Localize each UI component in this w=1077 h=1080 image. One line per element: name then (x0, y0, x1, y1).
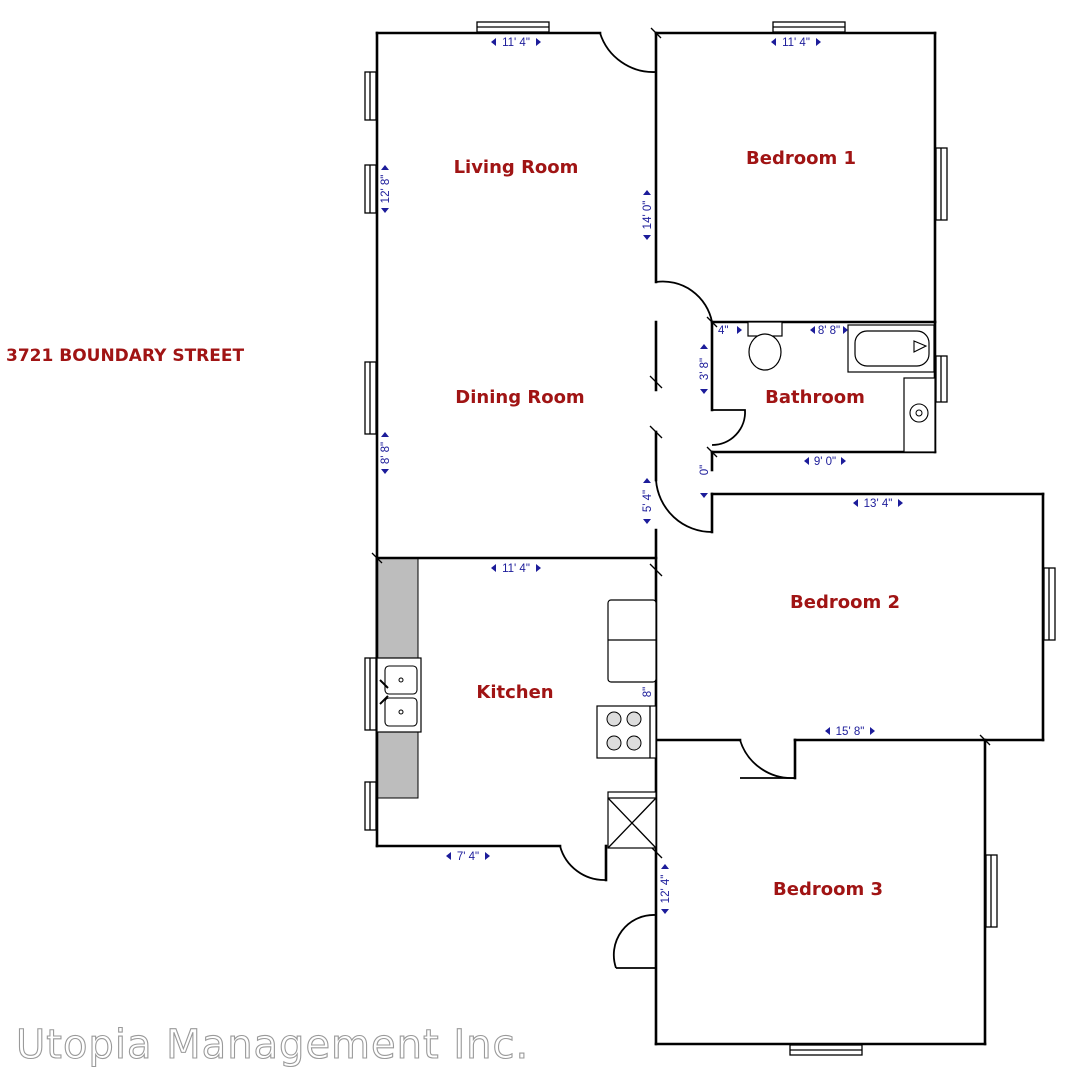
room-label-dining-room: Dining Room (455, 387, 584, 408)
dimension-hall-small: 0" (699, 465, 711, 498)
dimension-bedroom2-width: 13' 4" (853, 498, 903, 510)
dimension-kitchen-inner: 8" (642, 687, 654, 697)
toilet-icon (747, 321, 783, 371)
room-label-bathroom: Bathroom (765, 387, 865, 408)
dimension-label: 3' 8" (699, 358, 711, 380)
dimension-label: 9' 0" (814, 456, 836, 468)
dimension-bath-width: 8' 8" (810, 325, 848, 337)
room-label-living-room: Living Room (454, 157, 579, 178)
dimension-label: 0" (699, 465, 711, 475)
dimension-living-width: 11' 4" (491, 37, 541, 49)
dimension-living-depth: 12' 8" (380, 165, 392, 213)
dimension-label: 12' 8" (380, 175, 392, 204)
dimension-dining-depth: 8' 8" (380, 432, 392, 474)
dimension-living-inner: 14' 0" (642, 190, 654, 240)
dimension-kitchen-width: 11' 4" (491, 563, 541, 575)
bathroom-sink-icon (903, 377, 936, 453)
dimension-bedroom3-depth: 12' 4" (660, 864, 672, 914)
dimension-label: 15' 8" (836, 726, 865, 738)
windows (364, 21, 1056, 1056)
dimension-label: 8' 8" (818, 325, 840, 337)
dimension-bedroom1-width: 11' 4" (771, 37, 821, 49)
room-label-bedroom-1: Bedroom 1 (746, 148, 856, 169)
dimension-label: 5' 4" (642, 490, 654, 512)
dimension-hall-depth: 5' 4" (642, 478, 654, 524)
refrigerator-icon (607, 599, 657, 683)
kitchen-sink-icon (376, 657, 422, 733)
doors (559, 32, 796, 969)
room-label-bedroom-2: Bedroom 2 (790, 592, 900, 613)
dimension-bath-small: 4" (718, 325, 742, 337)
address-label: 3721 BOUNDARY STREET (6, 346, 244, 366)
dimension-label: 11' 4" (502, 37, 530, 49)
bathtub-icon (847, 324, 935, 373)
stove-icon (596, 705, 657, 759)
dimension-bath-door: 3' 8" (699, 344, 711, 394)
dimension-label: 14' 0" (642, 201, 654, 230)
dimension-label: 11' 4" (502, 563, 530, 575)
dimension-label: 7' 4" (457, 851, 479, 863)
dimension-label: 13' 4" (864, 498, 893, 510)
dimension-bath-bottom: 9' 0" (804, 456, 846, 468)
room-label-kitchen: Kitchen (476, 682, 553, 703)
dimension-label: 8" (642, 687, 654, 697)
dimension-label: 8' 8" (380, 442, 392, 464)
dimension-label: 11' 4" (782, 37, 810, 49)
watermark-text: Utopia Management Inc. (16, 1022, 529, 1068)
room-label-bedroom-3: Bedroom 3 (773, 879, 883, 900)
dimension-bedroom2-bottom: 15' 8" (825, 726, 875, 738)
water-heater-icon (607, 791, 657, 849)
dimension-kitchen-bottom: 7' 4" (446, 851, 490, 863)
dimension-label: 4" (718, 325, 728, 337)
dimension-label: 12' 4" (660, 875, 672, 904)
